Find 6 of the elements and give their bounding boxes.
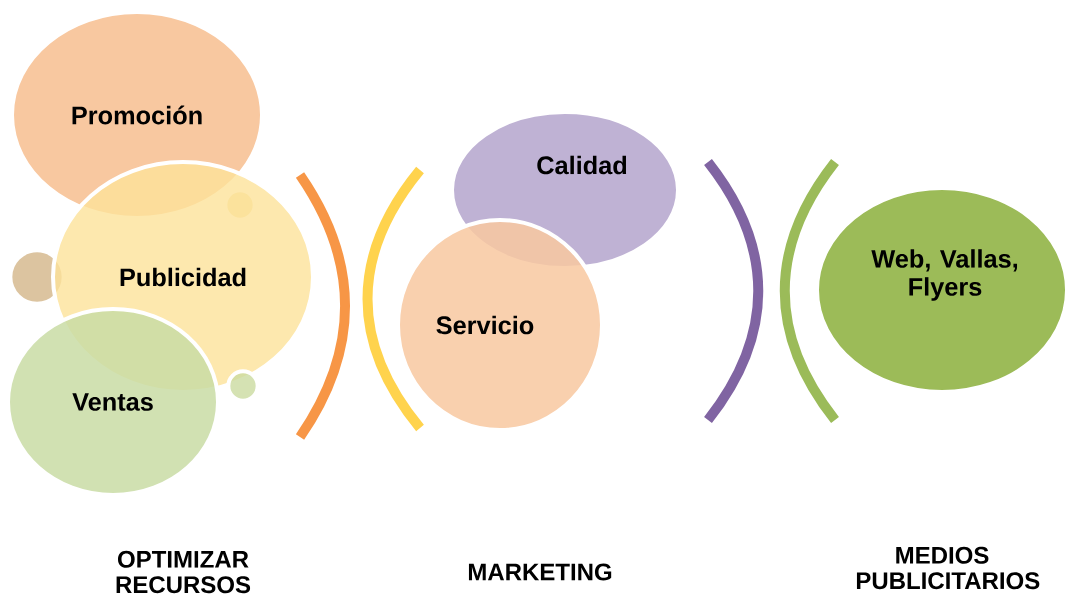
section-label: MEDIOS PUBLICITARIOS bbox=[856, 546, 1040, 590]
circle-node: Servicio bbox=[396, 218, 604, 432]
circle-node: Web, Vallas, Flyers bbox=[815, 186, 1066, 394]
circle-node: Ventas bbox=[6, 307, 220, 497]
section-label: MARKETING bbox=[468, 563, 612, 581]
section-label: OPTIMIZAR RECURSOS bbox=[116, 550, 251, 594]
